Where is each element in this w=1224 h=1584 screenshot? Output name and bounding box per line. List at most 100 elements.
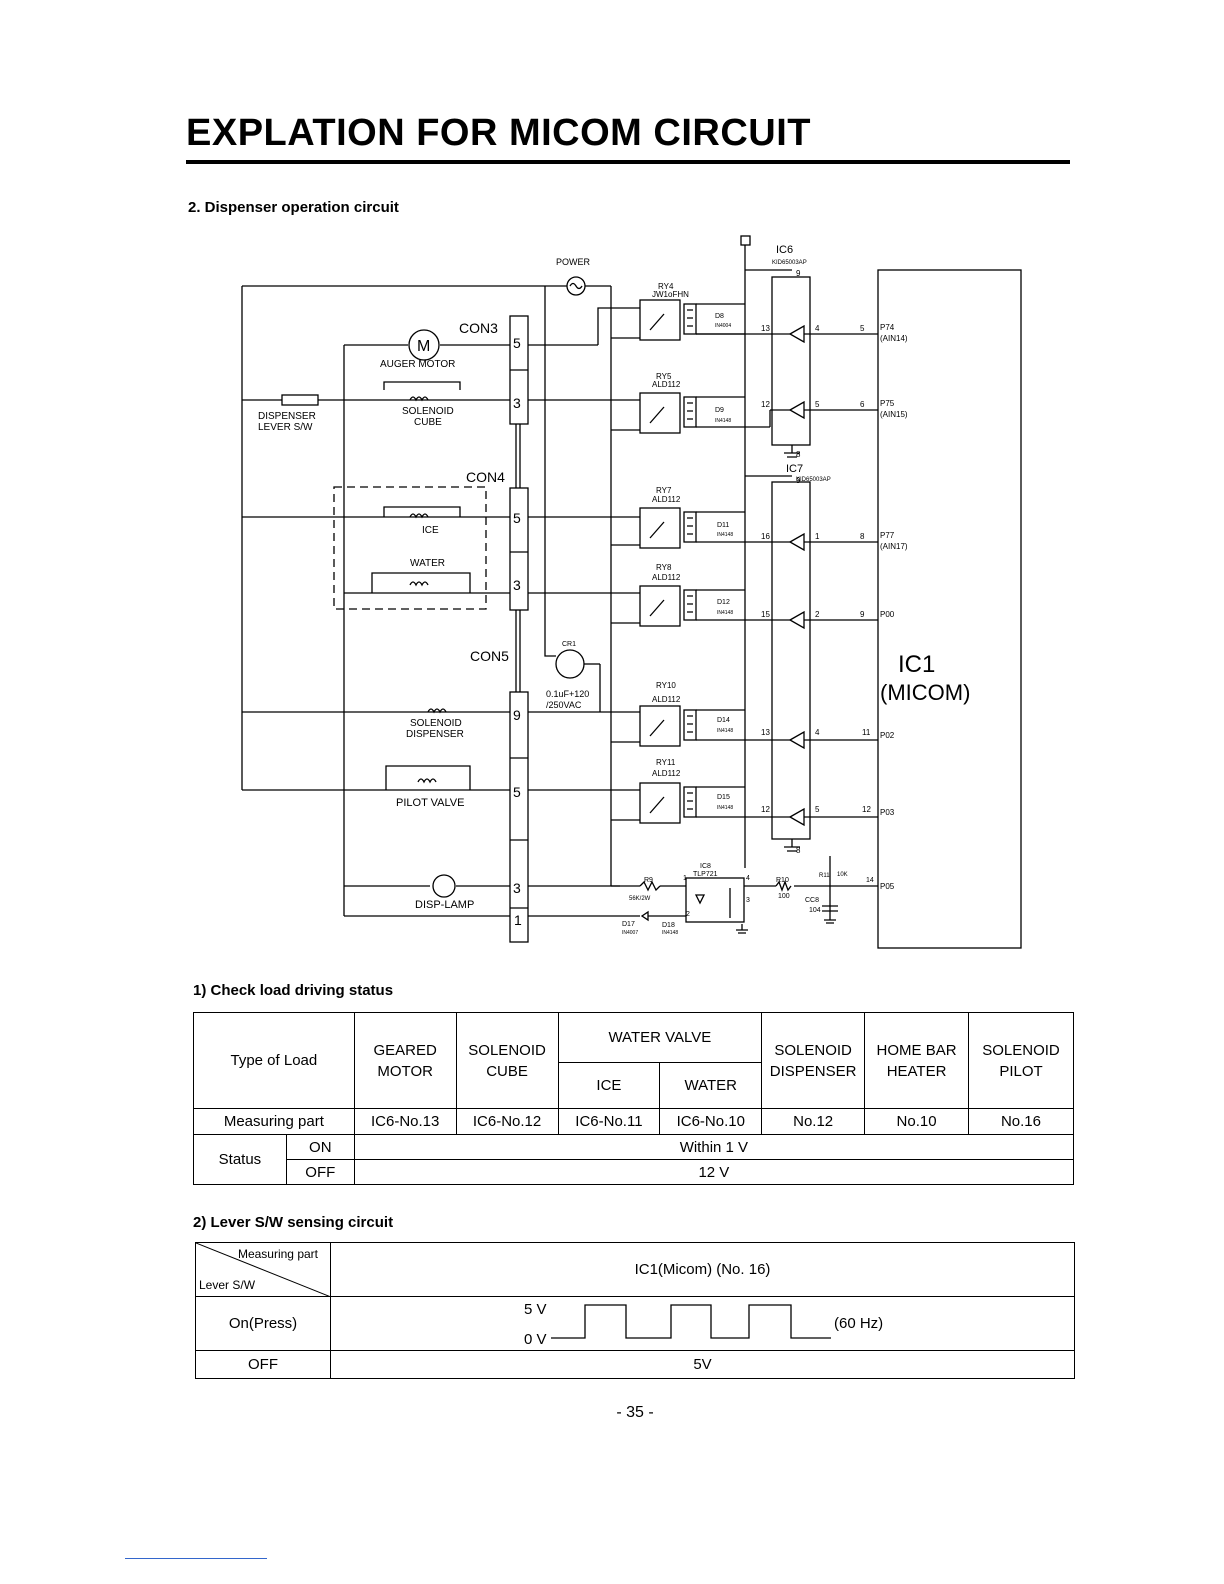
- dispenser-lever-label-2: LEVER S/W: [258, 422, 313, 433]
- port-p00: P00: [880, 610, 895, 619]
- port-ain14: (AIN14): [880, 334, 908, 343]
- d17-part: IN4007: [622, 930, 638, 936]
- r9-resistor-icon: [639, 880, 661, 892]
- micom-label: (MICOM): [880, 680, 970, 705]
- port-p05: P05: [880, 882, 895, 891]
- pilot-valve-label: PILOT VALVE: [396, 797, 464, 809]
- ry10-part: ALD112: [652, 695, 681, 704]
- solenoid-dispenser-icon: [427, 708, 447, 714]
- port-p02: P02: [880, 731, 895, 740]
- ice-label: ICE: [422, 525, 439, 536]
- ice-valve-icon: [383, 506, 461, 517]
- ic7-pin8: 8: [796, 846, 801, 855]
- measuring-part-label: Measuring part: [193, 1108, 355, 1135]
- pin-r2-in: 12: [761, 400, 770, 409]
- con5-pin3: 3: [513, 880, 521, 896]
- d14-label: D14: [717, 717, 730, 724]
- micom-column-header: IC1(Micom) (No. 16): [330, 1242, 1075, 1297]
- con5-pin1: 1: [514, 912, 522, 928]
- d8-label: D8: [715, 313, 724, 320]
- status-on-value: Within 1 V: [353, 1134, 1075, 1160]
- con4-label: CON4: [466, 469, 505, 485]
- con3-pin3: 3: [513, 395, 521, 411]
- d8-part: IN4004: [715, 323, 731, 329]
- d9-part: IN4148: [715, 418, 731, 424]
- ry8-part: ALD112: [652, 573, 681, 582]
- pin-r2-mc: 6: [860, 400, 865, 409]
- ry4-part: JW1oFHN: [652, 290, 689, 299]
- measuring-value: IC6-No.11: [557, 1108, 661, 1135]
- pin-r5-out: 4: [815, 728, 820, 737]
- con5-pin5: 5: [513, 784, 521, 800]
- ic6-box: [771, 276, 811, 446]
- pilot-valve-icon: [385, 765, 471, 790]
- measuring-part-corner: Measuring part: [237, 1247, 318, 1261]
- disp-lamp-icon: [432, 874, 456, 898]
- lever-table-heading: 2) Lever S/W sensing circuit: [193, 1214, 394, 1231]
- status-label: Status: [193, 1134, 287, 1185]
- pin-r4-in: 15: [761, 610, 770, 619]
- d12-part: IN4148: [717, 610, 733, 616]
- ic6-ground-icon: [784, 445, 800, 458]
- cr1-value-2: /250VAC: [546, 700, 582, 710]
- driver-row-p74: [696, 324, 878, 344]
- measuring-value: No.16: [967, 1108, 1075, 1135]
- table-corner-header: Measuring part Lever S/W: [195, 1242, 331, 1297]
- port-p03: P03: [880, 808, 895, 817]
- cc8-capacitor-icon: [822, 905, 838, 912]
- vcc-terminal: [740, 235, 751, 246]
- d15-label: D15: [717, 794, 730, 801]
- ry7-label: RY7: [656, 486, 672, 495]
- dispenser-lever-label-1: DISPENSER: [258, 411, 316, 422]
- measuring-value: IC6-No.13: [353, 1108, 457, 1135]
- p05-pin: 14: [866, 877, 874, 884]
- port-ain17: (AIN17): [880, 542, 908, 551]
- d15-part: IN4148: [717, 805, 733, 811]
- pin-r1-out: 4: [815, 324, 820, 333]
- status-on-label: ON: [285, 1134, 355, 1160]
- port-ain15: (AIN15): [880, 410, 908, 419]
- con3-pin5: 5: [513, 335, 521, 351]
- load-table-heading: 1) Check load driving status: [193, 982, 394, 999]
- solenoid-dispenser-label-1: SOLENOID: [410, 718, 462, 729]
- r10-label: R10: [776, 877, 789, 884]
- solenoid-cube-icon: [383, 381, 461, 390]
- ry4-label: RY4: [658, 282, 674, 291]
- relay-ry10: [611, 705, 745, 747]
- waveform-cell: 5 V 0 V (60 Hz): [330, 1296, 1075, 1351]
- ry10-label: RY10: [656, 681, 676, 690]
- relay-ry8: [611, 585, 745, 627]
- d18-label: D18: [662, 922, 675, 929]
- frequency-label: (60 Hz): [834, 1315, 883, 1332]
- driver-row-p77: [696, 532, 878, 552]
- corner-diagonal: [196, 1243, 331, 1297]
- con5-label: CON5: [470, 648, 509, 664]
- ic7-part: KID65003AP: [796, 477, 831, 483]
- pin-r3-mc: 8: [860, 532, 865, 541]
- ice-subheader: ICE: [557, 1062, 661, 1109]
- ry5-part: ALD112: [652, 380, 681, 389]
- ic6-label: IC6: [776, 244, 793, 256]
- pin-r3-in: 16: [761, 532, 770, 541]
- pin-r4-out: 2: [815, 610, 820, 619]
- ry8-label: RY8: [656, 563, 672, 572]
- pin-r1-mc: 5: [860, 324, 865, 333]
- motor-symbol: M: [417, 338, 430, 355]
- disp-lamp-label: DISP-LAMP: [415, 899, 474, 911]
- pin-r3-out: 1: [815, 532, 820, 541]
- ic7-ground-icon: [784, 839, 800, 852]
- ic1-label: IC1: [898, 651, 935, 678]
- cr1-icon: [555, 649, 585, 679]
- ic8-ground-icon: [736, 924, 748, 934]
- ic6-pin8: 8: [796, 450, 801, 459]
- page-number: - 35 -: [616, 1404, 654, 1421]
- d11-part: IN4148: [717, 532, 733, 538]
- r10-resistor-icon: [775, 880, 792, 892]
- driver-row-p03: [696, 807, 878, 827]
- con4-pin3: 3: [513, 577, 521, 593]
- ry7-part: ALD112: [652, 495, 681, 504]
